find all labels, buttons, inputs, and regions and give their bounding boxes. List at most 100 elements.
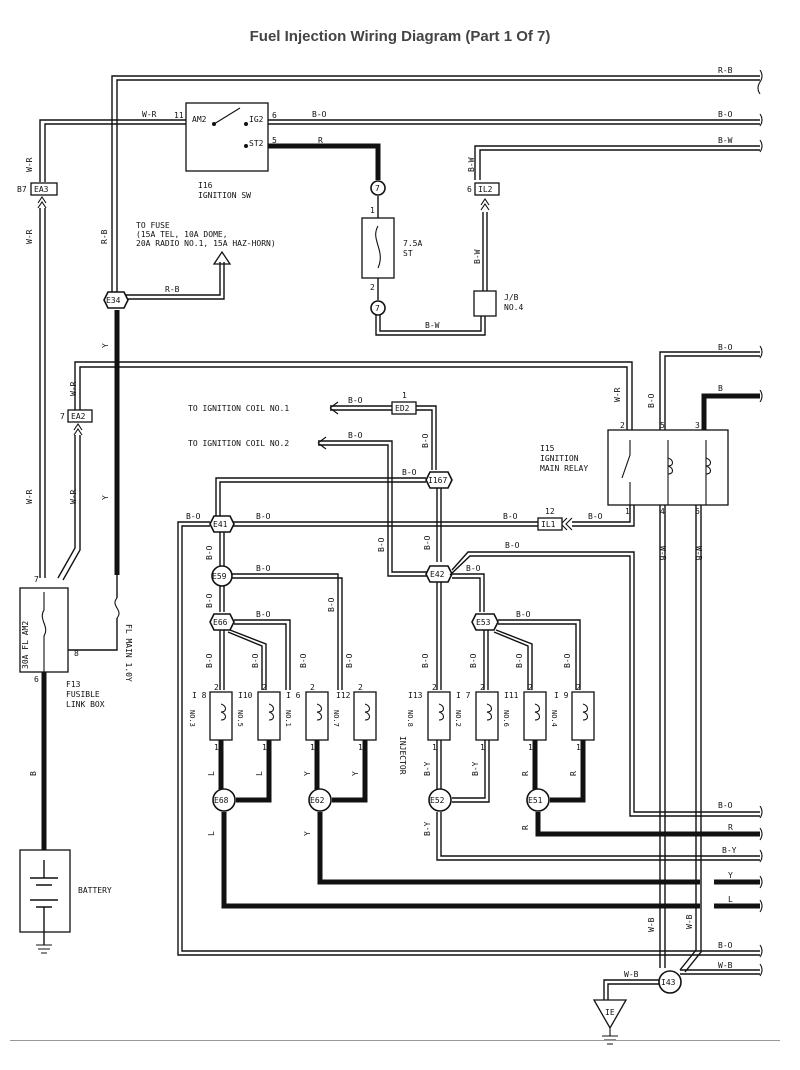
connector-b7-label: B7 [17, 185, 27, 194]
wire-label-wb-lower-6: W-B [685, 914, 694, 929]
wire-label-bo-e59-v: B-O [327, 597, 336, 612]
injector-i12: I12 NO.7 [332, 691, 377, 741]
connector-e66: E66 B-O B-O B-O B-O B-O [205, 610, 354, 690]
wire-label-y-i6: Y [303, 771, 312, 776]
wire-label-r-right: R [728, 823, 733, 832]
injector-label: INJECTOR [398, 736, 407, 775]
fusible-box-pin6: 6 [34, 675, 39, 684]
wr-am2-wire: W-R W-R [25, 110, 186, 182]
wire-label-bw-il2: B-W [467, 157, 476, 172]
pin2-i12: 2 [358, 683, 363, 692]
injector-i11-id: I11 [504, 691, 519, 700]
wire-label-bo-i11: B-O [515, 653, 524, 668]
pin1-i6: 1 [310, 743, 315, 752]
injector-i11: I11 NO.6 [502, 691, 547, 741]
jb-line1: J/B [504, 293, 519, 302]
wire-label-bo-e59: B-O [256, 564, 271, 573]
connector-e51-label: E51 [528, 796, 543, 805]
connector-il1: B-O IL1 12 B-O B-O [232, 505, 635, 531]
wire-label-bo-top: B-O [718, 110, 733, 119]
wire-label-bo-i6: B-O [299, 653, 308, 668]
connector-e41-label: E41 [213, 520, 228, 529]
pin2-i13: 2 [432, 683, 437, 692]
ignition-coil-feeds: TO IGNITION COIL NO.1 B-O ED2 1 B-O TO I… [188, 391, 437, 577]
wire-label-wr-relay: W-R [613, 387, 622, 402]
injector-i11-name: NO.6 [502, 710, 510, 727]
wire-label-y-right: Y [728, 871, 733, 880]
connector-e42: E42 B-O B-O B-O B-O [421, 541, 763, 819]
wire-label-bw-jb: B-W [473, 249, 482, 264]
relay-line1: IGNITION [540, 454, 579, 463]
connector-e52-label: E52 [430, 796, 445, 805]
wire-label-wb-relay-6: W-B [694, 546, 703, 561]
fuse-note: TO FUSE (15A TEL, 10A DOME, 20A RADIO NO… [100, 221, 276, 300]
connector-e62-label: E62 [310, 796, 325, 805]
injector-i13-id: I13 [408, 691, 423, 700]
connector-ea2-label: EA2 [71, 412, 86, 421]
wire-label-l-e68: L [207, 831, 216, 836]
relay-pin2: 2 [620, 421, 625, 430]
wire-label-bo-i9: B-O [563, 653, 572, 668]
connector-ie-label: IE [605, 1008, 615, 1017]
wire-label-bw-bottom: B-W [425, 321, 440, 330]
wire-label-r-e51: R [521, 825, 530, 830]
connector-il2-pin: 6 [467, 185, 472, 194]
fuse-note-line1: TO FUSE [136, 221, 170, 230]
pin1-i12: 1 [358, 743, 363, 752]
wire-label-bo-i8: B-O [205, 653, 214, 668]
fusible-box-fuse: 30A FL AM2 [21, 621, 30, 669]
connector-e59-label: E59 [212, 572, 227, 581]
pin2-i9: 2 [576, 683, 581, 692]
wire-label-bo-il1: B-O [588, 512, 603, 521]
wire-label-l-right: L [728, 895, 733, 904]
connector-il1-pin: 12 [545, 507, 555, 516]
fusible-box-pin8: 8 [74, 649, 79, 658]
ignition-switch-am2: AM2 [192, 115, 207, 124]
connector-e53-label: E53 [476, 618, 491, 627]
top-bus-wires: R-B B-O B-O B-W [111, 66, 763, 300]
injector-i13-name: NO.8 [406, 710, 414, 727]
ground-section: W-B I43 W-B IE [592, 961, 763, 1045]
wire-label-wb-ground: W-B [624, 970, 639, 979]
relay-id: I15 [540, 444, 555, 453]
wire-label-by-right: B-Y [722, 846, 737, 855]
injector-i8-name: NO.3 [188, 710, 196, 727]
bottom-rule [10, 1040, 780, 1041]
relay-pin4: 4 [660, 507, 665, 516]
pin1-i10: 1 [262, 743, 267, 752]
st-fuse-name: ST [403, 249, 413, 258]
wire-label-wb-right: W-B [718, 961, 733, 970]
wire-label-rb-top: R-B [718, 66, 733, 75]
connector-e34: E34 Y Y [101, 291, 129, 575]
wire-label-r-st: R [318, 136, 323, 145]
st-wire: R 7 1 2 7.5A ST 7 B-W [268, 136, 486, 336]
fusible-box-line1: FUSIBLE [66, 690, 100, 699]
ignition-switch-pin6: 6 [272, 111, 277, 120]
pin2-i10: 2 [262, 683, 267, 692]
wire-label-by-i13: B-Y [423, 761, 432, 776]
pin1-i8: 1 [214, 743, 219, 752]
wire-label-bo-i10: B-O [251, 653, 260, 668]
connector-7b-label: 7 [375, 304, 380, 313]
injector-i6-id: I 6 [286, 691, 301, 700]
connector-e68-label: E68 [214, 796, 229, 805]
fusible-box-pin7: 7 [34, 575, 39, 584]
wire-label-r-i9: R [569, 771, 578, 776]
fuse-note-line3: 20A RADIO NO.1, 15A HAZ-HORN) [136, 239, 276, 248]
relay-line2: MAIN RELAY [540, 464, 588, 473]
wire-label-bo-i167-e42: B-O [423, 535, 432, 550]
wire-label-y-e62: Y [303, 831, 312, 836]
wire-label-rb-vertical: R-B [100, 229, 109, 244]
injector-i12-name: NO.7 [332, 710, 340, 727]
battery: BATTERY [19, 849, 112, 954]
connector-ea2-pin: 7 [60, 412, 65, 421]
st-fuse-pin2: 2 [370, 283, 375, 292]
connector-ed2-label: ED2 [395, 404, 410, 413]
relay-pin5: 5 [660, 421, 665, 430]
wire-label-l-i8: L [207, 771, 216, 776]
connector-e42-label: E42 [430, 570, 445, 579]
pin2-i8: 2 [214, 683, 219, 692]
connector-i167: I167 B-O B-O [215, 468, 453, 562]
wire-label-rb-fuse: R-B [165, 285, 180, 294]
